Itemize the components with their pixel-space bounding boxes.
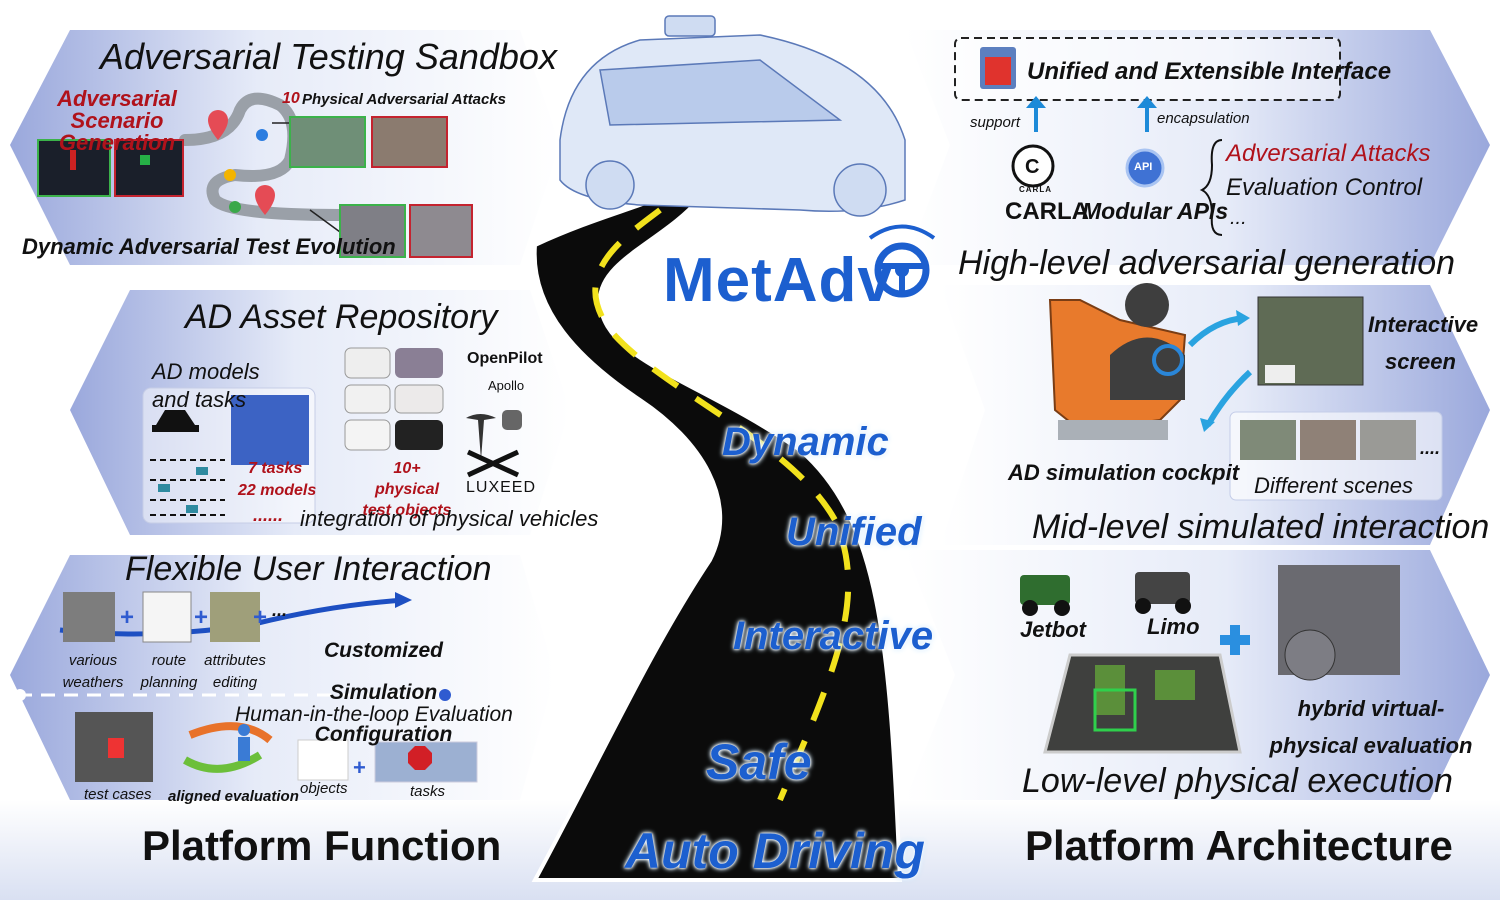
platform-function-label: Platform Function [142,822,502,869]
api-gear-icon [1125,148,1165,188]
sandbox-title: Adversarial Testing Sandbox [100,36,557,77]
objects-label: objects [300,780,348,797]
list-more: ... [1230,207,1247,229]
carla-logo-text: CARLA [1019,185,1052,194]
road-word-auto-driving: Auto Driving [625,823,925,879]
track-mat [1043,653,1242,754]
svg-text:C: C [1025,156,1039,178]
assets-title: AD Asset Repository [185,298,498,336]
tasks-label: tasks [410,783,446,800]
evolution-label: Dynamic Adversarial Test Evolution [22,234,396,259]
brand-luxeed: LUXEED [466,479,537,496]
interaction-title: Flexible User Interaction [125,550,492,588]
car-wireframe [559,15,906,217]
eval-control-list-item: Evaluation Control [1226,174,1423,201]
road-word-dynamic: Dynamic [722,420,889,464]
attacks-list-item: Adversarial Attacks [1226,140,1431,167]
steering-wheel-icon [868,224,936,298]
scenes-label: Different scenes [1254,473,1413,498]
tasks-count: 7 tasks [248,460,303,477]
scenes-more: .... [1420,438,1441,458]
scenario-generation-label: Adversarial Scenario Generation [57,86,177,155]
integration-label: integration of physical vehicles [300,506,599,531]
limo-robot [1135,572,1191,614]
svg-text:+: + [120,604,134,631]
hitl-label: Human-in-the-loop Evaluation [235,703,513,726]
low-level-title: Low-level physical execution [1022,762,1453,800]
models-count: 22 models [238,482,317,499]
models-label: AD models and tasks [152,359,260,412]
aligned-eval-label: aligned evaluation [168,788,299,805]
api-badge: API [1134,161,1153,173]
jetbot-robot [1020,575,1070,616]
cockpit-label: AD simulation cockpit [1008,460,1240,485]
xiaomi-icon [502,410,522,430]
step-weathers: various weathers [62,652,124,691]
platform-architecture-label: Platform Architecture [1025,822,1453,869]
encapsulation-label: encapsulation [1157,110,1250,127]
road [531,192,903,882]
carla-logo [1011,144,1055,188]
attacks-count: 10 [282,90,300,107]
car-thumbnails [344,347,444,451]
svg-text:+: + [194,604,208,631]
brand-openpilot: OpenPilot [467,350,543,367]
interface-label: Unified and Extensible Interface [1027,58,1392,85]
step-route: route planning [140,652,198,691]
svg-text:+: + [253,604,267,631]
objects-count: 10+ physical test objects [362,460,452,519]
apis-label: Modular APIs [1082,198,1229,224]
limo-label: Limo [1147,614,1200,639]
road-word-interactive: Interactive [733,614,934,658]
steps-more: ... [272,600,288,620]
brand-name: MetAdv [663,246,893,315]
attacks-label: Physical Adversarial Attacks [302,91,507,108]
hybrid-label: hybrid virtual-physical evaluation [1269,696,1473,758]
interactive-screen-label: Interactive screen [1368,312,1479,374]
luxeed-icon [466,449,520,478]
tesla-icon [466,414,496,460]
high-level-title: High-level adversarial generation [958,244,1456,282]
custom-config-label: Customized Simulation Configuration [314,639,453,746]
svg-text:+: + [353,755,366,780]
step-attributes: attributes editing [204,652,266,691]
mid-level-title: Mid-level simulated interaction [1032,508,1490,546]
support-label: support [970,114,1021,131]
jetbot-label: Jetbot [1020,617,1086,642]
carla-label: CARLA [1005,198,1089,225]
road-word-unified: Unified [786,510,922,554]
assets-ellipsis: ...... [253,505,284,525]
brand-apollo: Apollo [488,378,525,393]
test-cases-label: test cases [84,786,152,803]
road-word-safe: Safe [706,734,812,790]
